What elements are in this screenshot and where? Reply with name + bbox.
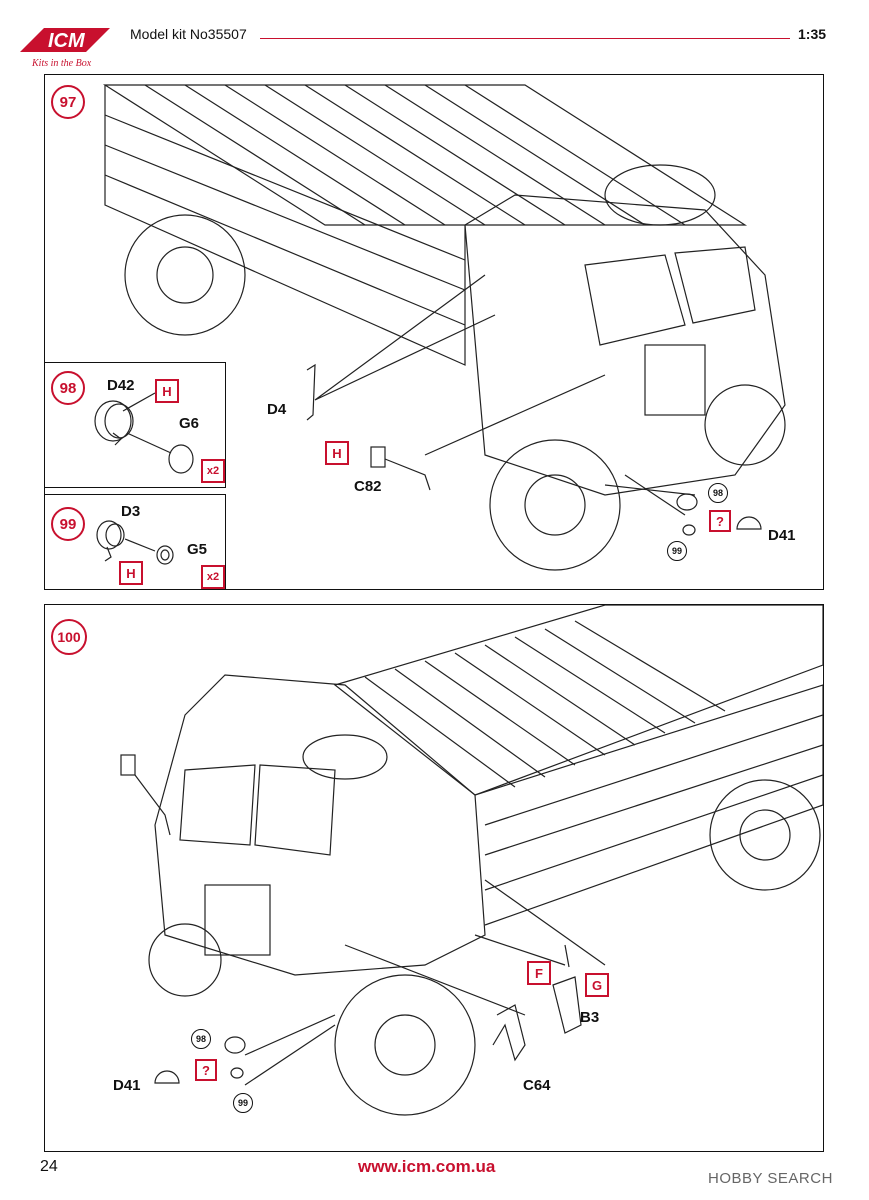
ref-step-98: 98 xyxy=(708,483,728,503)
logo-brand: ICM xyxy=(48,30,86,52)
header-rule xyxy=(260,38,790,39)
badge-g: G xyxy=(585,973,609,997)
badge-h: H xyxy=(325,441,349,465)
badge-question: ? xyxy=(709,510,731,532)
badge-h: H xyxy=(119,561,143,585)
step-99-panel: 99 D3 H G5 x2 xyxy=(44,494,226,590)
badge-question: ? xyxy=(195,1059,217,1081)
part-label-d3: D3 xyxy=(121,503,141,520)
badge-h: H xyxy=(155,379,179,403)
step-100-illustration xyxy=(120,605,823,1116)
ref-step-99: 99 xyxy=(233,1093,253,1113)
website-link[interactable]: www.icm.com.ua xyxy=(358,1157,496,1176)
step-98-illustration xyxy=(94,392,194,474)
part-label-d41: D41 xyxy=(768,527,796,544)
step-99-illustration xyxy=(96,520,174,565)
part-label-g5: G5 xyxy=(187,541,208,558)
part-label-b3: B3 xyxy=(580,1009,600,1026)
part-label-g6: G6 xyxy=(179,415,200,432)
part-label-d42: D42 xyxy=(107,377,135,394)
quantity-badge: x2 xyxy=(201,459,225,483)
step-98-panel: 98 D42 H G6 x2 xyxy=(44,362,226,488)
step-100-number: 100 xyxy=(51,619,87,655)
logo-tagline: Kits in the Box xyxy=(31,58,92,69)
page-number: 24 xyxy=(40,1158,58,1175)
badge-f: F xyxy=(527,961,551,985)
step-99-number: 99 xyxy=(51,507,85,541)
watermark: HOBBY SEARCH xyxy=(708,1170,833,1187)
ref-step-99: 99 xyxy=(667,541,687,561)
part-label-c82: C82 xyxy=(354,478,382,495)
part-label-d4: D4 xyxy=(267,401,287,418)
quantity-badge: x2 xyxy=(201,565,225,589)
part-label-c64: C64 xyxy=(523,1077,551,1094)
icm-logo: ICM Kits in the Box xyxy=(14,22,114,72)
ref-step-98: 98 xyxy=(191,1029,211,1049)
step-97-number: 97 xyxy=(51,85,85,119)
model-kit-number: Model kit No35507 xyxy=(130,26,247,42)
step-97-illustration xyxy=(102,84,786,571)
step-100-panel: 100 98 ? D41 99 C64 F G B3 xyxy=(44,604,824,1152)
step-98-number: 98 xyxy=(51,371,85,405)
part-label-d41: D41 xyxy=(113,1077,141,1094)
scale-label: 1:35 xyxy=(798,26,827,42)
